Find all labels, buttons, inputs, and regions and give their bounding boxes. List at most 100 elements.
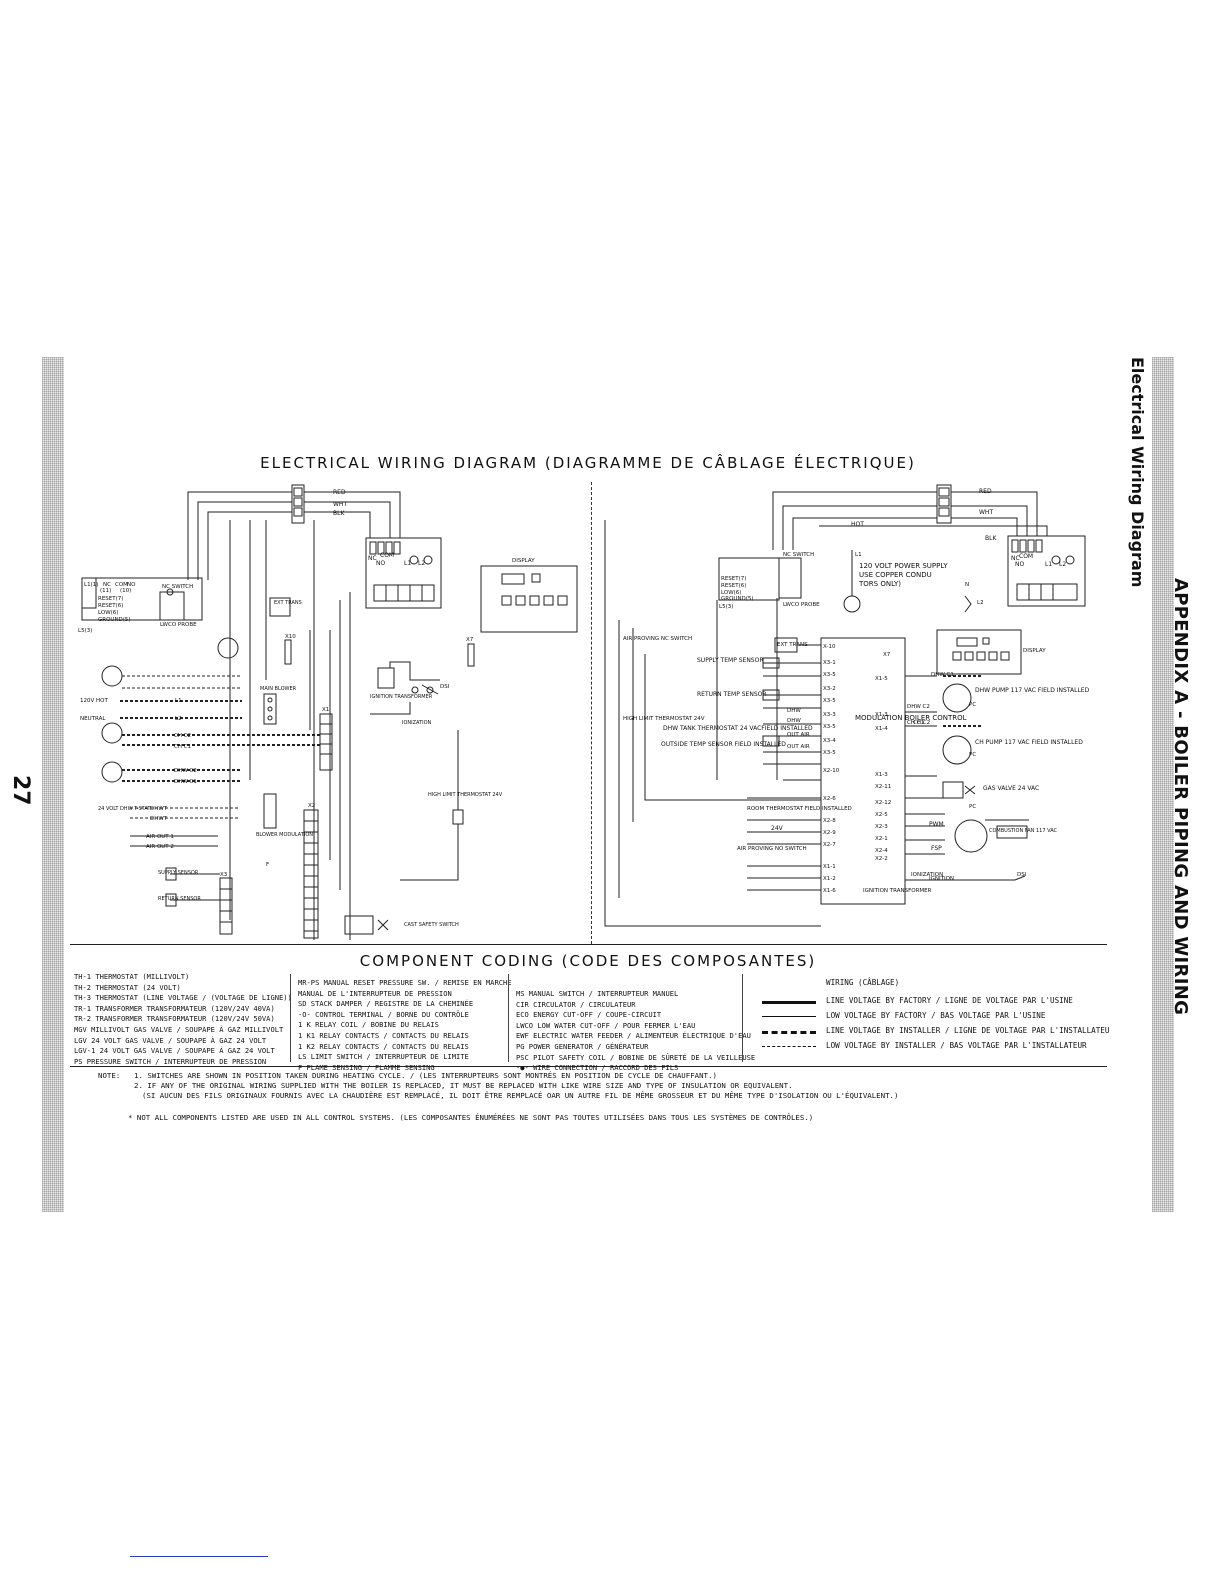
diagram-label: GROUND(5) xyxy=(721,596,754,602)
diagram-label: RESET(7) xyxy=(721,576,746,582)
diagram-label: DHWT xyxy=(150,806,168,812)
wiring-title: WIRING (CÂBLAGE) xyxy=(826,978,900,987)
diagram-label: DHW C2 xyxy=(174,768,197,774)
terminal-label: X2-3 xyxy=(875,824,888,830)
diagram-label: LWCO PROBE xyxy=(783,602,820,608)
coding-divider xyxy=(290,974,291,1062)
diagram-label: 120V HOT xyxy=(80,698,108,704)
power-label: 120 VOLT POWER SUPPLY xyxy=(859,562,948,570)
diagram-label: N xyxy=(965,582,969,588)
terminal-label: X1-1 xyxy=(823,864,836,870)
diagram-label: X1 xyxy=(322,707,329,713)
terminal-label: X2-8 xyxy=(823,818,836,824)
terminal-label: X2-11 xyxy=(875,784,891,790)
wire-label: RED xyxy=(333,489,346,496)
wire-label: WHT xyxy=(979,509,993,516)
tag-label: DHW xyxy=(787,718,801,724)
diagram-label: NC SWITCH xyxy=(783,552,814,558)
right-margin-stripe xyxy=(1152,357,1174,1212)
diagram-label: L2 xyxy=(1059,561,1066,568)
coding-column-2: MR-PS MANUAL RESET PRESSURE SW. / REMISE… xyxy=(298,978,512,1073)
lwco-label: (11) xyxy=(100,588,111,594)
device-label: GAS VALVE 24 VAC xyxy=(983,785,1039,792)
diagram-label: MAIN BLOWER xyxy=(260,686,297,692)
note-footnote: * NOT ALL COMPONENTS LISTED ARE USED IN … xyxy=(128,1113,814,1122)
diagram-label: X2 xyxy=(308,803,315,809)
diagram-label: X7 xyxy=(466,637,474,643)
diagram-label: CH C1 xyxy=(174,744,191,750)
diagram-label: RETURN SENSOR xyxy=(158,896,201,902)
diagram-label: X10 xyxy=(285,634,296,640)
terminal-label: X1-5 xyxy=(875,676,888,682)
coding-item: PSC PILOT SAFETY COIL / BOBINE DE SÛRETÉ… xyxy=(516,1052,756,1062)
diagram-label: L5(3) xyxy=(719,604,733,610)
tag-label: DHW xyxy=(787,708,801,714)
terminal-label: X3-3 xyxy=(823,712,836,718)
coding-item: F FLAME SENSING / FLAMME SENSING xyxy=(298,1062,435,1072)
diagram-label: L1 xyxy=(855,552,862,558)
coding-item: SD STACK DAMPER / REGISTRE DE LA CHEMINÉ… xyxy=(298,999,474,1009)
lwco-label: GROUND(5) xyxy=(98,617,131,623)
diagram-label: ROOM THERMOSTAT FIELD INSTALLED xyxy=(747,806,852,812)
diagram-label: DSI xyxy=(1017,872,1027,878)
coding-item: TH-1 THERMOSTAT (MILLIVOLT) xyxy=(74,972,190,981)
wiring-row: LOW VOLTAGE BY FACTORY / BAS VOLTAGE PAR… xyxy=(760,1011,1120,1026)
diagram-label: HIGH LIMIT THERMOSTAT 24V xyxy=(623,716,705,722)
diagram-label: AIR PROVING NC SWITCH xyxy=(623,636,692,642)
note-line: (SI AUCUN DES FILS ORIGINAUX FOURNIS AVE… xyxy=(142,1091,899,1100)
wire-label: BLK xyxy=(985,535,997,542)
diagram-label: X3 xyxy=(220,872,228,878)
coding-column-3: MS MANUAL SWITCH / INTERRUPTEUR MANUEL C… xyxy=(516,989,755,1074)
terminal-label: X1-2 xyxy=(823,876,836,882)
terminal-label: X1-4 xyxy=(875,726,888,732)
tag-label: DHW C1 xyxy=(931,672,954,678)
note-line: 1. SWITCHES ARE SHOWN IN POSITION TAKEN … xyxy=(134,1071,717,1080)
line-swatch xyxy=(762,1016,816,1017)
lwco-label: RESET(6) xyxy=(98,603,123,609)
coding-item: TR-2 TRANSFORMER TRANSFORMATEUR (120V/24… xyxy=(74,1014,275,1024)
diagram-label: MODULATION BOILER CONTROL xyxy=(855,714,967,722)
diagram-label: CAST SAFETY SWITCH xyxy=(404,922,459,928)
notes-separator xyxy=(70,1066,1107,1067)
relay-label: L1 xyxy=(404,560,411,567)
terminal-label: X-10 xyxy=(823,644,836,650)
lwco-label: LWCO PROBE xyxy=(160,622,197,628)
tag-label: DHW C2 xyxy=(907,704,930,710)
terminal-label: X1-3 xyxy=(875,772,888,778)
sensor-label: OUTSIDE TEMP SENSOR FIELD INSTALLED xyxy=(661,741,786,748)
tag-label: OUT AIR xyxy=(787,744,810,750)
coding-item: CIR CIRCULATOR / CIRCULATEUR xyxy=(516,999,636,1009)
sensor-label: DHW TANK THERMOSTAT 24 VACFIELD INSTALLE… xyxy=(663,725,813,732)
coding-item: TH-3 THERMOSTAT (LINE VOLTAGE / (VOLTAGE… xyxy=(74,993,292,1003)
note-line: 2. IF ANY OF THE ORIGINAL WIRING SUPPLIE… xyxy=(134,1081,793,1090)
tag-label: PC xyxy=(969,804,976,810)
section-title: APPENDIX A - BOILER PIPING AND WIRING xyxy=(1170,578,1191,1016)
terminal-label: X3-1 xyxy=(823,660,836,666)
coding-item: MANUAL DE L'INTERRUPTEUR DE PRESSION xyxy=(298,988,452,998)
coding-item: EWF ELECTRIC WATER FEEDER / ALIMENTEUR É… xyxy=(516,1031,751,1041)
lwco-label: NC xyxy=(103,582,111,588)
diagram-label: X7 xyxy=(883,652,891,658)
wire-label: HOT xyxy=(851,521,864,528)
terminal-label: X2-4 xyxy=(875,848,888,854)
coding-item: 1 K RELAY COIL / BOBINE DU RELAIS xyxy=(298,1020,439,1030)
lwco-label: LOW(6) xyxy=(98,610,118,616)
coding-item: LWCO LOW WATER CUT-OFF / POUR FERMER L'E… xyxy=(516,1020,696,1030)
wire-label: RED xyxy=(979,488,992,495)
tag-label: OUT AIR xyxy=(787,732,810,738)
wiring-label: LOW VOLTAGE BY INSTALLER / BAS VOLTAGE P… xyxy=(826,1041,1087,1050)
wiring-label: LINE VOLTAGE BY INSTALLER / LIGNE DE VOL… xyxy=(826,1026,1110,1035)
diagram-label: IGNITION TRANSFORMER xyxy=(370,694,433,700)
diagram-title: ELECTRICAL WIRING DIAGRAM (DIAGRAMME DE … xyxy=(260,454,916,472)
diagram-label: IGNITION xyxy=(929,876,954,882)
diagram-label: HIGH LIMIT THERMOSTAT 24V xyxy=(428,792,503,798)
sensor-label: SUPPLY TEMP SENSOR xyxy=(697,657,764,664)
terminal-label: X3-5 xyxy=(823,698,836,704)
terminal-label: X2-6 xyxy=(823,796,836,802)
device-label: DHW PUMP 117 VAC FIELD INSTALLED xyxy=(975,687,1090,694)
terminal-label: X3-4 xyxy=(823,738,836,744)
power-label: TORS ONLY) xyxy=(858,580,901,588)
diagram-label: PWM xyxy=(929,821,944,828)
coding-item: TR-1 TRANSFORMER TRANSFORMATEUR (120V/24… xyxy=(74,1003,275,1013)
notes-label: NOTE: xyxy=(98,1071,121,1080)
